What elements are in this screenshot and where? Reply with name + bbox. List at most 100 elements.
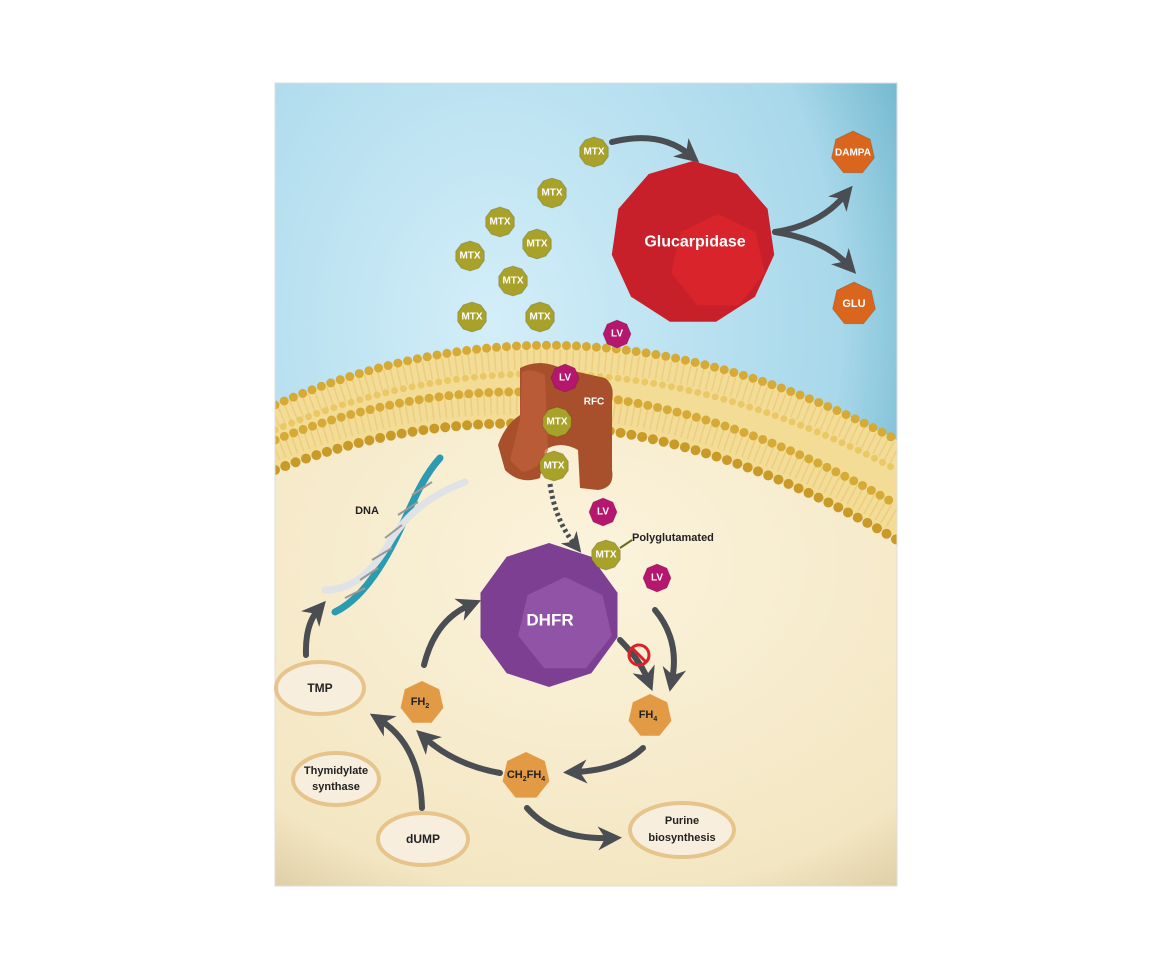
purine-label-2: biosynthesis <box>648 832 715 844</box>
fh4-subscript: 4 <box>653 716 657 723</box>
arrow-to-purine <box>524 805 622 851</box>
mtx-shape <box>498 265 528 297</box>
lv-shape <box>642 563 672 593</box>
svg-text:CH2FH4: CH2FH4 <box>507 769 545 783</box>
mtx-molecule: MTX <box>537 177 567 209</box>
mtx-molecule: MTX <box>579 136 609 168</box>
mtx-shape <box>537 177 567 209</box>
mtx-label: MTX <box>546 417 567 428</box>
lv-molecule: LV <box>550 363 580 393</box>
lv-label: LV <box>559 373 571 384</box>
mtx-label: MTX <box>595 550 616 561</box>
dampa-label: DAMPA <box>835 148 871 159</box>
molecule-shape <box>400 681 444 723</box>
mtx-label: MTX <box>461 312 482 323</box>
purine-label-1: Purine <box>665 815 699 827</box>
mtx-molecule: MTX <box>525 301 555 333</box>
fh2-molecule: FH2 <box>400 681 444 723</box>
dna-helix-icon: DNA <box>321 454 469 616</box>
thymidylate-label-2: synthase <box>312 781 360 793</box>
lv-label: LV <box>611 329 623 340</box>
arrow-dhfr-to-fh4-blocked <box>617 637 655 692</box>
mtx-shape <box>522 228 552 260</box>
arrow-fh2-to-dhfr <box>421 598 482 668</box>
arrow-dump-to-tmp <box>369 713 425 811</box>
ch2fh4-label-2: FH <box>527 769 542 781</box>
mtx-shape <box>455 240 485 272</box>
mtx-shape <box>591 539 621 571</box>
mtx-shape <box>542 406 572 438</box>
lv-label: LV <box>597 507 609 518</box>
glu-molecule: GLU <box>832 281 876 325</box>
dna-label: DNA <box>355 505 379 517</box>
polyglutamated-label: Polyglutamated <box>632 532 714 544</box>
molecule-shape <box>518 577 612 669</box>
dampa-shape <box>831 130 875 174</box>
mtx-shape <box>457 301 487 333</box>
inhibition-icon <box>627 643 651 667</box>
thymidylate-label-1: Thymidylate <box>304 765 368 777</box>
mtx-shape <box>539 450 569 482</box>
svg-text:FH2: FH2 <box>411 696 430 710</box>
dhfr-label: DHFR <box>526 611 573 630</box>
mtx-molecule: MTX <box>498 265 528 297</box>
ch2fh4-molecule: CH2FH4 <box>502 752 550 798</box>
arrow-ch2fh4-to-fh2 <box>416 729 503 776</box>
mtx-molecule: MTX <box>539 450 569 482</box>
dashed-arrow-to-dhfr <box>547 483 582 553</box>
molecule-shape <box>628 694 672 736</box>
mtx-label: MTX <box>489 217 510 228</box>
mtx-molecule: MTX <box>457 301 487 333</box>
dhfr-enzyme: DHFR <box>480 543 618 687</box>
fh2-subscript: 2 <box>425 703 429 710</box>
dump-node: dUMP <box>376 811 470 867</box>
glu-label: GLU <box>842 298 865 310</box>
mtx-label: MTX <box>543 461 564 472</box>
arrow-tmp-to-dna <box>301 600 326 658</box>
glucarpidase-label: Glucarpidase <box>644 234 745 251</box>
molecule-shape <box>671 214 765 306</box>
glucarpidase-enzyme: Glucarpidase <box>611 161 775 322</box>
lv-molecule: LV <box>588 497 618 527</box>
dampa-molecule: DAMPA <box>831 130 875 174</box>
fh4-label: FH <box>639 709 654 721</box>
thymidylate-synthase-node: Thymidylate synthase <box>291 751 381 807</box>
mtx-molecule: MTX <box>522 228 552 260</box>
mtx-molecule: MTX <box>542 406 572 438</box>
ch2fh4-subscript-1: 2 <box>523 776 527 783</box>
purine-biosynthesis-node: Purine biosynthesis <box>628 801 736 859</box>
ch2fh4-label: CH <box>507 769 523 781</box>
lv-molecule: LV <box>602 319 632 349</box>
arrow-mtx-to-glucarpidase <box>609 135 700 163</box>
membrane-outer-heads <box>275 340 897 445</box>
mtx-label: MTX <box>526 239 547 250</box>
rfc-label: RFC <box>584 397 605 408</box>
mtx-shape <box>485 206 515 238</box>
mtx-molecule: MTX <box>455 240 485 272</box>
ch2fh4-subscript-2: 4 <box>541 776 545 783</box>
tmp-node: TMP <box>274 660 366 716</box>
mtx-label: MTX <box>583 147 604 158</box>
svg-text:FH4: FH4 <box>639 709 658 723</box>
mtx-label: MTX <box>529 312 550 323</box>
mtx-shape <box>579 136 609 168</box>
arrow-to-dampa <box>772 185 853 235</box>
lv-shape <box>588 497 618 527</box>
mtx-label: MTX <box>459 251 480 262</box>
lv-shape <box>602 319 632 349</box>
arrow-fh4-to-ch2fh4 <box>563 745 646 784</box>
lv-shape <box>550 363 580 393</box>
arrow-to-glu <box>772 229 857 274</box>
mtx-label: MTX <box>502 276 523 287</box>
lv-molecule: LV <box>642 563 672 593</box>
dump-label: dUMP <box>406 832 440 846</box>
mtx-molecule: MTX <box>485 206 515 238</box>
arrow-lv-to-fh4 <box>652 607 687 692</box>
fh4-molecule: FH4 <box>628 694 672 736</box>
glu-shape <box>832 281 876 325</box>
fh2-label: FH <box>411 696 426 708</box>
mtx-label: MTX <box>541 188 562 199</box>
mtx-molecule: MTX <box>591 539 621 571</box>
lv-label: LV <box>651 573 663 584</box>
